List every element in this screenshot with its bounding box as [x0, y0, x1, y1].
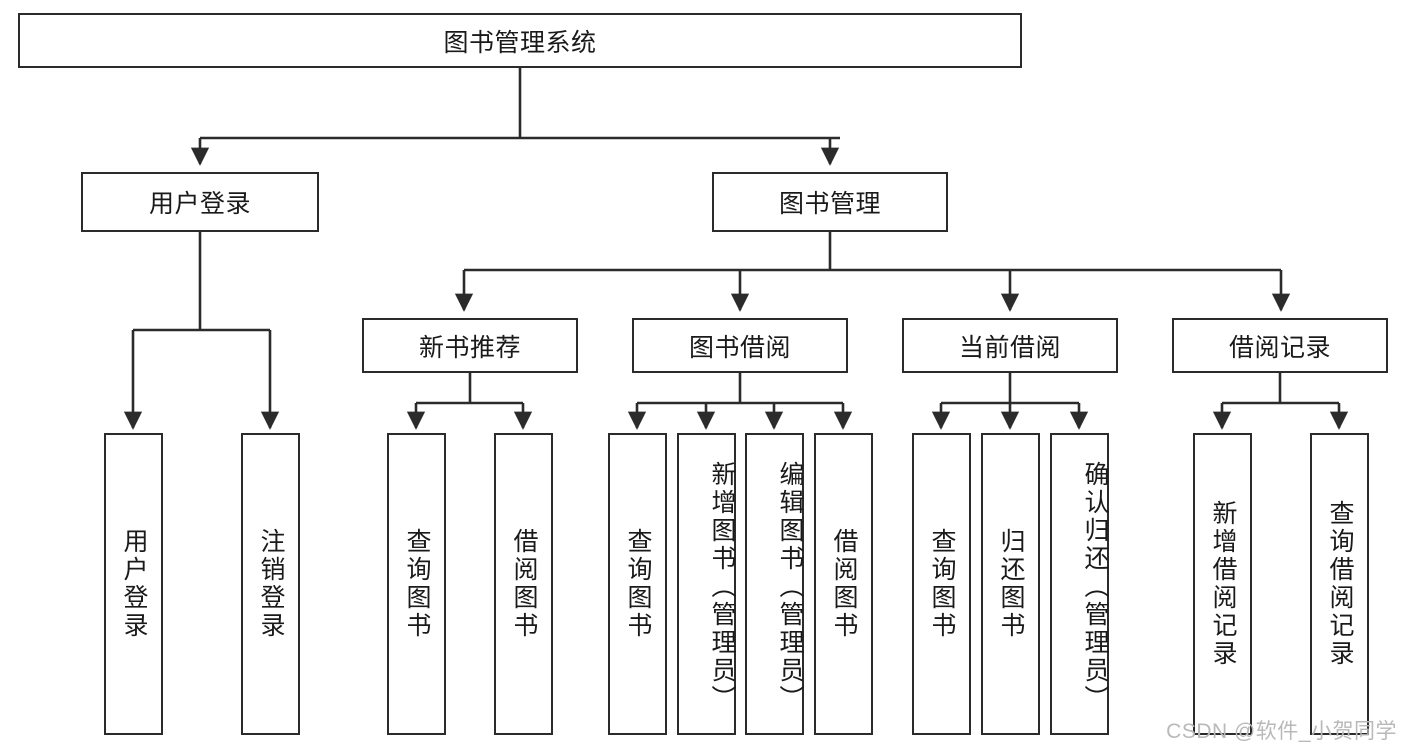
node-leaf-query-record-label: 查询借阅记录 — [1326, 500, 1354, 668]
node-leaf-borrow-book-1[interactable]: 借阅图书 — [494, 433, 553, 735]
node-leaf-user-logout-label: 注销登录 — [257, 528, 285, 640]
node-leaf-borrow-book-1-label: 借阅图书 — [510, 528, 538, 640]
node-new-book-recommend-label: 新书推荐 — [418, 333, 521, 362]
node-leaf-user-login-label: 用户登录 — [120, 528, 148, 640]
node-user-login-label: 用户登录 — [148, 190, 251, 218]
node-leaf-query-book-3[interactable]: 查询图书 — [912, 433, 971, 735]
node-leaf-user-login[interactable]: 用户登录 — [104, 433, 163, 735]
node-leaf-add-book[interactable]: 新增图书（管理员） — [677, 433, 736, 735]
node-leaf-query-book-3-label: 查询图书 — [928, 528, 956, 640]
node-user-login[interactable]: 用户登录 — [81, 172, 319, 232]
node-book-borrow[interactable]: 图书借阅 — [632, 318, 848, 373]
node-book-manage-label: 图书管理 — [778, 190, 881, 218]
node-book-manage[interactable]: 图书管理 — [712, 172, 948, 232]
node-leaf-edit-book-label: 编辑图书（管理员） — [776, 461, 804, 713]
node-leaf-borrow-book-2[interactable]: 借阅图书 — [814, 433, 873, 735]
node-leaf-query-book-2[interactable]: 查询图书 — [608, 433, 667, 735]
node-leaf-borrow-book-2-label: 借阅图书 — [830, 528, 858, 640]
node-current-borrow[interactable]: 当前借阅 — [902, 318, 1118, 373]
node-leaf-add-book-label: 新增图书（管理员） — [708, 461, 736, 713]
node-leaf-add-record-label: 新增借阅记录 — [1209, 500, 1237, 668]
node-current-borrow-label: 当前借阅 — [958, 333, 1061, 362]
node-leaf-user-logout[interactable]: 注销登录 — [241, 433, 300, 735]
node-borrow-record[interactable]: 借阅记录 — [1172, 318, 1388, 373]
node-leaf-confirm-return[interactable]: 确认归还（管理员） — [1050, 433, 1109, 735]
node-leaf-query-book-1-label: 查询图书 — [403, 528, 431, 640]
node-new-book-recommend[interactable]: 新书推荐 — [362, 318, 578, 373]
node-leaf-add-record[interactable]: 新增借阅记录 — [1193, 433, 1252, 735]
node-root-label: 图书管理系统 — [443, 28, 597, 57]
node-leaf-return-book-label: 归还图书 — [997, 528, 1025, 640]
node-leaf-edit-book[interactable]: 编辑图书（管理员） — [745, 433, 804, 735]
node-leaf-return-book[interactable]: 归还图书 — [981, 433, 1040, 735]
node-leaf-query-book-2-label: 查询图书 — [624, 528, 652, 640]
node-book-borrow-label: 图书借阅 — [688, 333, 791, 362]
node-borrow-record-label: 借阅记录 — [1228, 333, 1331, 362]
node-leaf-query-record[interactable]: 查询借阅记录 — [1310, 433, 1369, 735]
node-leaf-query-book-1[interactable]: 查询图书 — [387, 433, 446, 735]
node-leaf-confirm-return-label: 确认归还（管理员） — [1081, 461, 1109, 713]
node-root[interactable]: 图书管理系统 — [18, 13, 1022, 68]
